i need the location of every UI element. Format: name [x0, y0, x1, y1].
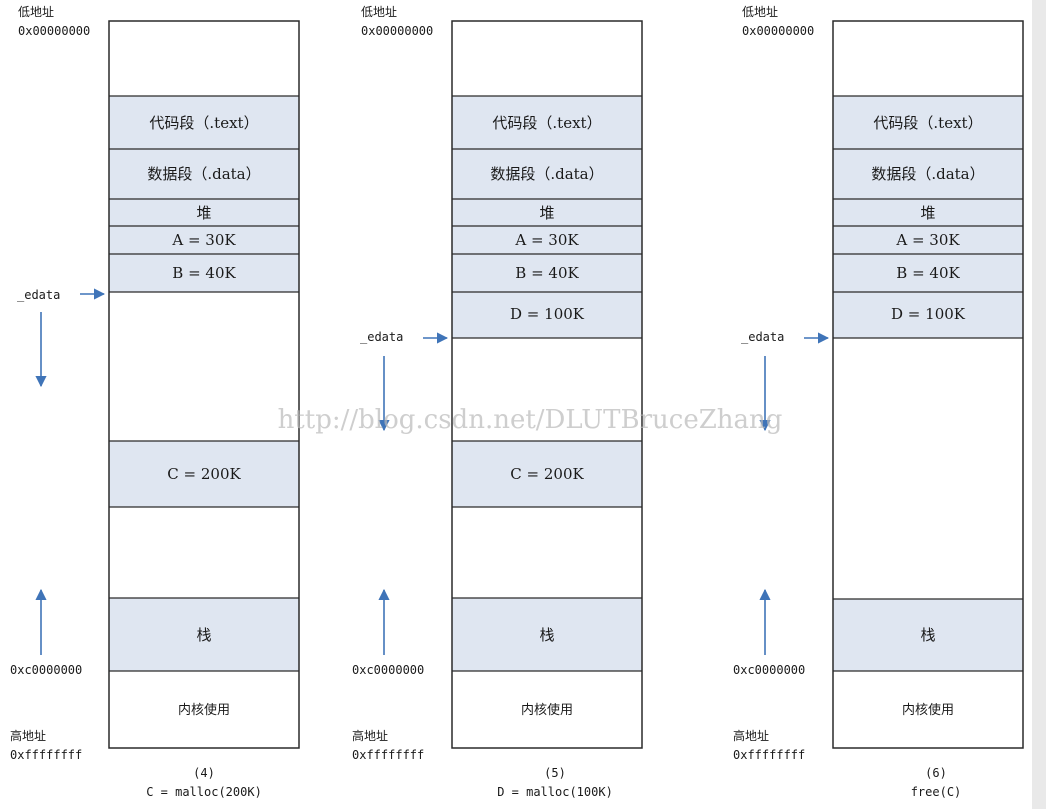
text-segment-label: 代码段（.text）: [492, 114, 601, 132]
kernel-boundary-address: 0xc0000000: [10, 663, 82, 677]
kernel-label: 内核使用: [521, 702, 573, 718]
block-c: [109, 441, 299, 507]
edata-label: _edata: [360, 330, 403, 344]
block-a-label: A = 30K: [171, 231, 236, 249]
low-address-value: 0x00000000: [742, 24, 814, 38]
edata-label: _edata: [17, 288, 60, 302]
stack-block: [833, 599, 1023, 671]
text-segment-block: [833, 96, 1023, 149]
high-address-value: 0xffffffff: [733, 748, 805, 762]
stack-label: 栈: [539, 626, 554, 644]
edata-label: _edata: [741, 330, 784, 344]
panel-5: 代码段（.text） 数据段（.data） 堆 A = 30K B = 40K …: [352, 5, 643, 799]
panel-step: (4): [193, 766, 215, 780]
panel-caption: D = malloc(100K): [497, 785, 613, 799]
memory-column: [451, 20, 643, 749]
data-segment-block: [833, 149, 1023, 199]
right-edge-strip: [1032, 0, 1046, 809]
data-segment-label: 数据段（.data）: [871, 165, 984, 183]
stack-label: 栈: [196, 626, 211, 644]
panel-step: (6): [925, 766, 947, 780]
high-address-value: 0xffffffff: [10, 748, 82, 762]
kernel-label: 内核使用: [902, 702, 954, 718]
block-a-label: A = 30K: [514, 231, 579, 249]
block-c-label: C = 200K: [167, 465, 241, 483]
text-segment-block: [452, 96, 642, 149]
block-d: [833, 292, 1023, 338]
memory-column: [832, 20, 1024, 749]
block-c-label: C = 200K: [510, 465, 584, 483]
heap-label: 堆: [539, 204, 554, 222]
block-d: [452, 292, 642, 338]
low-address-label: 低地址: [361, 5, 397, 19]
data-segment-label: 数据段（.data）: [490, 165, 603, 183]
low-address-value: 0x00000000: [361, 24, 433, 38]
heap-label: 堆: [196, 204, 211, 222]
panel-4: 代码段（.text） 数据段（.data） 堆 A = 30K B = 40K …: [10, 5, 300, 799]
data-segment-block: [452, 149, 642, 199]
high-address-label: 高地址: [733, 728, 769, 743]
heap-label: 堆: [920, 204, 935, 222]
panel-step: (5): [544, 766, 566, 780]
panel-6: 代码段（.text） 数据段（.data） 堆 A = 30K B = 40K …: [733, 5, 1024, 799]
block-d-label: D = 100K: [510, 305, 585, 323]
low-address-value: 0x00000000: [18, 24, 90, 38]
low-address-label: 低地址: [18, 5, 54, 19]
heap-block: [833, 199, 1023, 226]
text-segment-label: 代码段（.text）: [873, 114, 982, 132]
kernel-boundary-address: 0xc0000000: [733, 663, 805, 677]
block-d-label: D = 100K: [891, 305, 966, 323]
stack-block: [109, 598, 299, 671]
block-b-label: B = 40K: [515, 264, 579, 282]
high-address-label: 高地址: [10, 728, 46, 743]
watermark-text: http://blog.csdn.net/DLUTBruceZhang: [278, 405, 783, 435]
panel-caption: C = malloc(200K): [146, 785, 262, 799]
heap-block: [109, 199, 299, 226]
block-a: [452, 226, 642, 254]
block-a-label: A = 30K: [895, 231, 960, 249]
block-c: [452, 441, 642, 507]
block-b-label: B = 40K: [896, 264, 960, 282]
low-address-label: 低地址: [742, 5, 778, 19]
stack-label: 栈: [920, 626, 935, 644]
text-segment-block: [109, 96, 299, 149]
block-b: [833, 254, 1023, 292]
panel-caption: free(C): [911, 785, 962, 799]
kernel-boundary-address: 0xc0000000: [352, 663, 424, 677]
data-segment-label: 数据段（.data）: [147, 165, 260, 183]
heap-block: [452, 199, 642, 226]
high-address-value: 0xffffffff: [352, 748, 424, 762]
block-b: [109, 254, 299, 292]
kernel-label: 内核使用: [178, 702, 230, 718]
block-b: [452, 254, 642, 292]
block-a: [109, 226, 299, 254]
block-a: [833, 226, 1023, 254]
text-segment-label: 代码段（.text）: [149, 114, 258, 132]
memory-column: [108, 20, 300, 749]
stack-block: [452, 598, 642, 671]
block-b-label: B = 40K: [172, 264, 236, 282]
data-segment-block: [109, 149, 299, 199]
high-address-label: 高地址: [352, 728, 388, 743]
